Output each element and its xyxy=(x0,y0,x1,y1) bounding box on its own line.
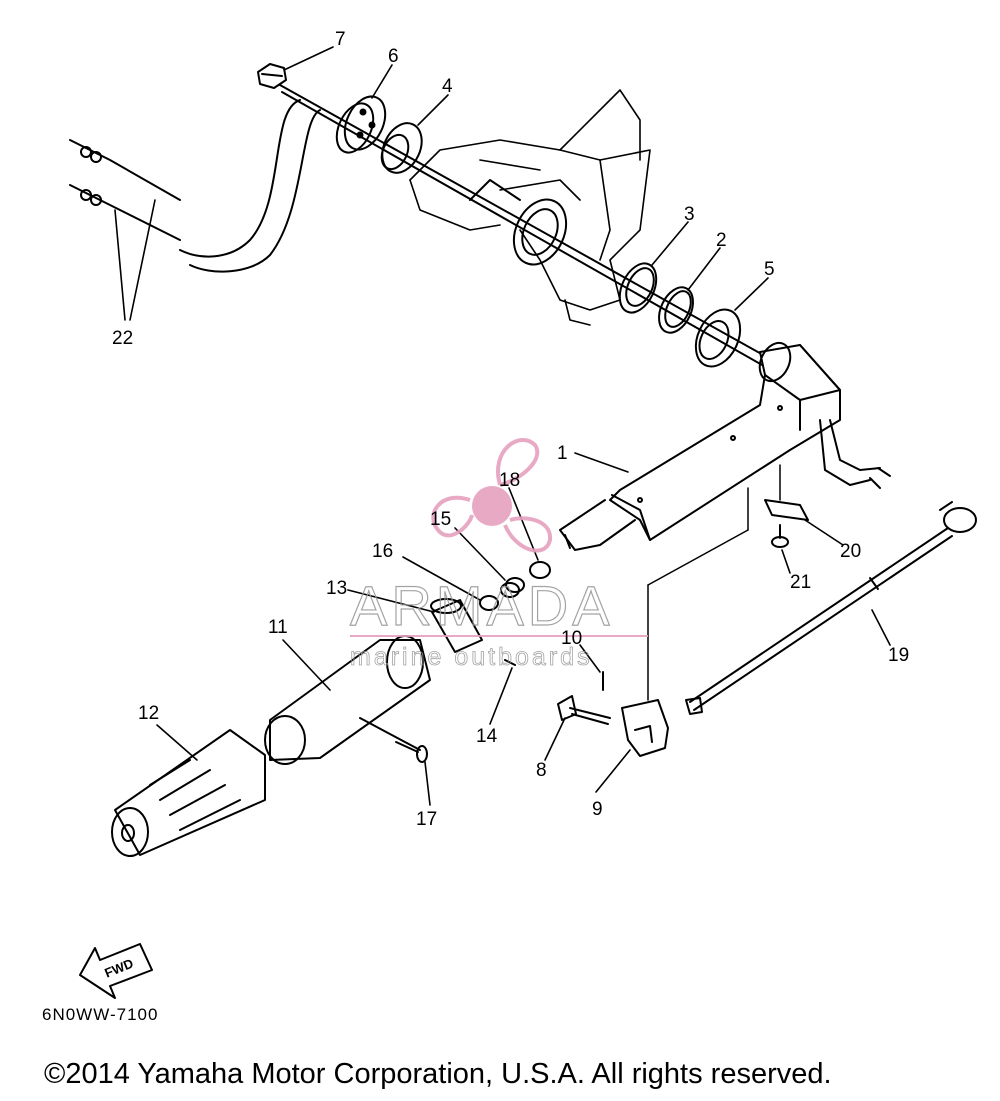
washer-3 xyxy=(618,262,658,314)
throttle-shaft-11 xyxy=(264,635,431,765)
callout-19: 19 xyxy=(888,645,909,666)
watermark-propeller-hub xyxy=(472,486,512,526)
bushing-5 xyxy=(694,308,742,368)
bushing-4 xyxy=(380,122,423,174)
plate-20 xyxy=(764,499,809,521)
callout-4: 4 xyxy=(442,76,453,97)
callout-17: 17 xyxy=(416,809,437,830)
callout-numbers: 7 6 4 3 2 5 22 1 18 15 20 16 21 13 11 10… xyxy=(112,29,909,830)
shaft-line xyxy=(279,84,791,379)
washer-2 xyxy=(658,286,694,334)
wing-bolt-8 xyxy=(557,695,611,725)
callout-11: 11 xyxy=(268,617,288,638)
callout-5: 5 xyxy=(764,259,775,280)
callout-16: 16 xyxy=(372,541,393,562)
drawing-code: 6N0WW-7100 xyxy=(42,1005,159,1024)
callout-13: 13 xyxy=(326,578,347,599)
watermark-propeller-blade xyxy=(503,516,552,553)
watermark-brand: ARMADA xyxy=(350,574,614,637)
spring-15 xyxy=(500,577,525,598)
shaft-19 xyxy=(685,501,977,715)
watermark-propeller-blade xyxy=(431,495,474,538)
copyright-notice: ©2014 Yamaha Motor Corporation, U.S.A. A… xyxy=(44,1058,832,1090)
bracket-tube xyxy=(469,179,568,266)
callout-9: 9 xyxy=(592,799,603,820)
fwd-arrow-icon xyxy=(79,943,153,999)
callout-14: 14 xyxy=(476,726,498,747)
engine-bracket-outline xyxy=(409,89,651,326)
bushing-13 xyxy=(430,598,483,653)
callout-22: 22 xyxy=(112,328,133,349)
callout-15: 15 xyxy=(430,509,451,530)
callout-2: 2 xyxy=(716,230,727,251)
callout-1: 1 xyxy=(557,443,568,464)
callout-6: 6 xyxy=(388,46,399,67)
callout-7: 7 xyxy=(335,29,346,50)
flange-6 xyxy=(335,95,387,154)
armada-watermark: ARMADA marine outboards xyxy=(349,438,648,671)
clamp-9 xyxy=(621,699,669,757)
screw-17 xyxy=(395,741,428,763)
bolt-7 xyxy=(257,63,287,89)
collar-18 xyxy=(529,561,551,579)
cables-22 xyxy=(69,99,321,273)
callout-21: 21 xyxy=(790,572,811,593)
watermark-propeller-blade xyxy=(496,438,540,487)
washer-16 xyxy=(479,595,499,611)
callout-10: 10 xyxy=(561,628,582,649)
callout-18: 18 xyxy=(499,470,520,491)
callout-leaders xyxy=(114,46,891,806)
pin-14 xyxy=(504,659,516,666)
callout-8: 8 xyxy=(536,760,547,781)
steering-handle-1 xyxy=(559,341,891,551)
grip-12 xyxy=(111,729,266,857)
assembly-leaders xyxy=(647,464,781,701)
watermark-tagline: marine outboards xyxy=(350,643,593,671)
callout-3: 3 xyxy=(684,204,695,225)
screw-21 xyxy=(771,524,789,548)
callout-20: 20 xyxy=(840,541,861,562)
callout-12: 12 xyxy=(138,703,159,724)
